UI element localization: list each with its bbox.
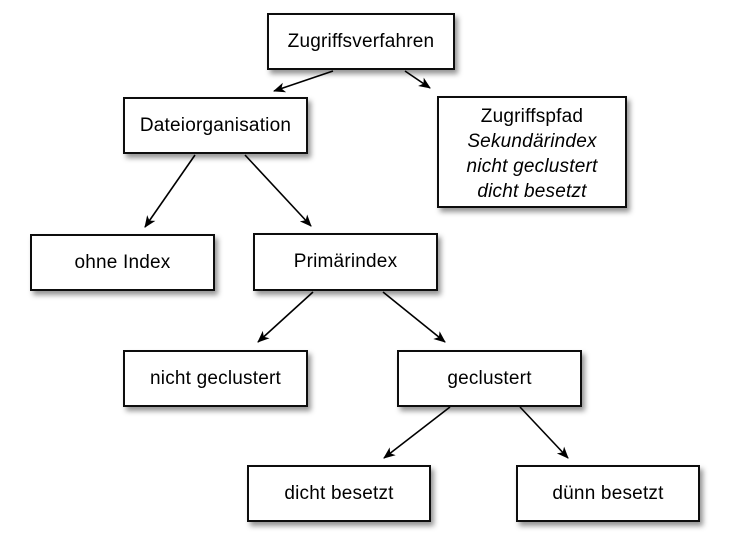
node-zugriffspfad: Zugriffspfad Sekundärindex nicht geclust… <box>437 96 627 208</box>
node-label: ohne Index <box>74 251 171 273</box>
node-dateiorganisation: Dateiorganisation <box>123 97 308 154</box>
node-label: dünn besetzt <box>552 482 664 504</box>
node-duenn-besetzt: dünn besetzt <box>516 465 700 522</box>
node-title: Zugriffspfad <box>480 106 584 127</box>
edge-zugriffsverfahren-to-zugriffspfad <box>404 70 431 89</box>
node-subtitle-line: dicht besetzt <box>477 181 587 202</box>
node-label: Primärindex <box>293 251 398 272</box>
node-label: dicht besetzt <box>284 482 394 504</box>
node-nicht-geclustert: nicht geclustert <box>123 350 308 407</box>
node-dicht-besetzt: dicht besetzt <box>247 465 431 522</box>
node-label: nicht geclustert <box>150 367 281 389</box>
edge-geclustert-to-duenn-besetzt <box>519 406 569 459</box>
edge-dateiorganisation-to-primaerindex <box>244 154 312 227</box>
edge-primaerindex-to-geclustert <box>382 291 446 343</box>
node-zugriffsverfahren: Zugriffsverfahren <box>267 13 455 70</box>
edge-zugriffsverfahren-to-dateiorganisation <box>273 70 334 93</box>
node-geclustert: geclustert <box>397 350 582 407</box>
node-primaerindex: Primärindex <box>253 233 438 291</box>
node-label: Dateiorganisation <box>139 114 292 136</box>
node-label: Zugriffsverfahren <box>287 30 435 52</box>
node-subtitle-line: Sekundärindex <box>467 131 597 152</box>
edge-geclustert-to-dicht-besetzt <box>383 406 451 459</box>
node-label: geclustert <box>447 367 532 389</box>
node-subtitle-line: nicht geclustert <box>466 156 598 177</box>
node-ohne-index: ohne Index <box>30 234 215 291</box>
edge-dateiorganisation-to-ohne-index <box>144 154 196 228</box>
edge-primaerindex-to-nicht-geclustert <box>257 291 314 343</box>
